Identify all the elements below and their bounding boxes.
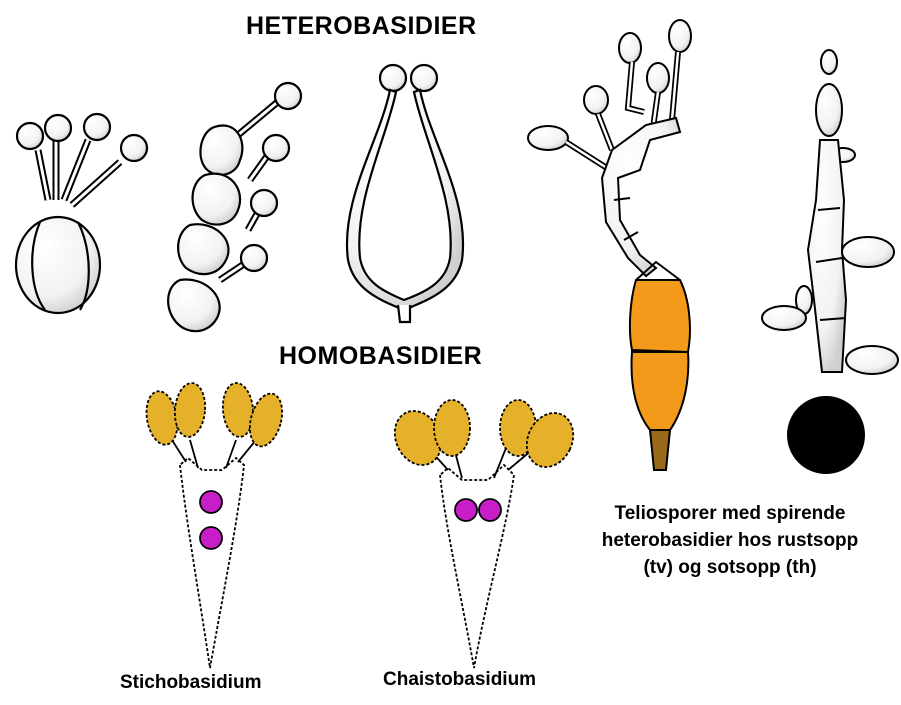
stichobasidium-figure	[143, 382, 288, 668]
homobasidia-heading: HOMOBASIDIER	[279, 342, 482, 371]
nucleus-right	[479, 499, 501, 521]
chaistobasidium-figure	[386, 400, 582, 668]
smut-teliospore-basidium	[762, 50, 898, 473]
septate-heterobasidium	[168, 83, 301, 331]
teliospore-note-line-2: heterobasidier hos rustsopp	[565, 527, 895, 554]
teliospore-note-line-3: (tv) og sotsopp (th)	[565, 554, 895, 581]
heterobasidia-heading: HETEROBASIDIER	[246, 12, 477, 41]
teliospore-note: Teliosporer med spirende heterobasidier …	[565, 500, 895, 581]
stichobasidium-caption: Stichobasidium	[120, 672, 261, 694]
nucleus-upper	[200, 491, 222, 513]
nucleus-left	[455, 499, 477, 521]
rust-teliospore-basidium	[528, 20, 691, 470]
chaistobasidium-caption: Chaistobasidium	[383, 669, 536, 691]
forked-heterobasidium	[347, 65, 463, 322]
teliospore-note-line-1: Teliosporer med spirende	[565, 500, 895, 527]
nucleus-lower	[200, 527, 222, 549]
round-heterobasidium	[16, 114, 147, 313]
